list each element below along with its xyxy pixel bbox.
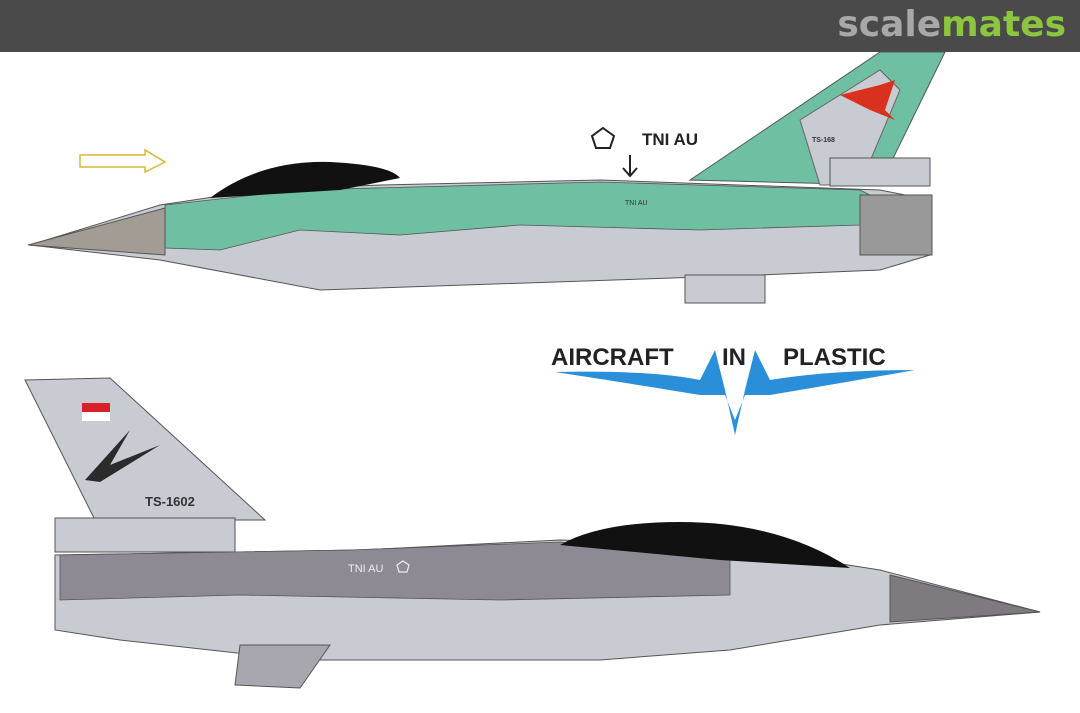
- flag-white: [82, 412, 110, 421]
- top-marking-callout: TNI AU: [642, 130, 698, 149]
- bottom-tail-code: TS-1602: [145, 494, 195, 509]
- bottom-canopy: [560, 522, 850, 568]
- top-ventral-fin: [684, 274, 766, 304]
- brand-right: PLASTIC: [783, 344, 886, 371]
- bottom-aircraft: TS-1602 TNI AU: [24, 377, 1041, 689]
- aircraft-in-plastic-logo: AIRCRAFT IN PLASTIC: [551, 344, 915, 435]
- top-exhaust: [859, 194, 933, 256]
- bottom-roundel-pentagon-icon: [396, 560, 410, 573]
- brand-left: AIRCRAFT: [551, 344, 674, 371]
- bottom-fuselage-text: TNI AU: [348, 563, 384, 575]
- logo-scale: scale: [837, 4, 942, 45]
- bottom-dark-band: [59, 541, 731, 601]
- down-arrow-icon: [622, 155, 638, 178]
- logo-mates: mates: [941, 4, 1066, 45]
- bottom-stabilizer: [54, 517, 236, 553]
- bottom-nose-cone: [889, 574, 1041, 623]
- scalemates-logo[interactable]: scalemates: [837, 4, 1066, 45]
- brand-mid: IN: [722, 344, 746, 371]
- top-camo: [164, 181, 901, 251]
- top-nose-cone: [27, 207, 166, 256]
- top-tail-emblem: [840, 80, 895, 120]
- flag-red: [82, 403, 110, 412]
- top-canopy: [210, 161, 400, 198]
- bottom-ventral-fin: [234, 644, 331, 689]
- header-bar: scalemates: [0, 0, 1080, 52]
- top-aircraft: TNI AU TNI AU TS-168: [27, 51, 946, 304]
- top-tail-code: TS-168: [812, 137, 835, 144]
- arrow-callout-icon: [79, 148, 167, 174]
- top-stabilizer: [829, 157, 931, 187]
- roundel-pentagon-icon: [590, 126, 616, 149]
- top-fuselage-text: TNI AU: [625, 200, 648, 207]
- bottom-tail-emblem: [85, 430, 160, 482]
